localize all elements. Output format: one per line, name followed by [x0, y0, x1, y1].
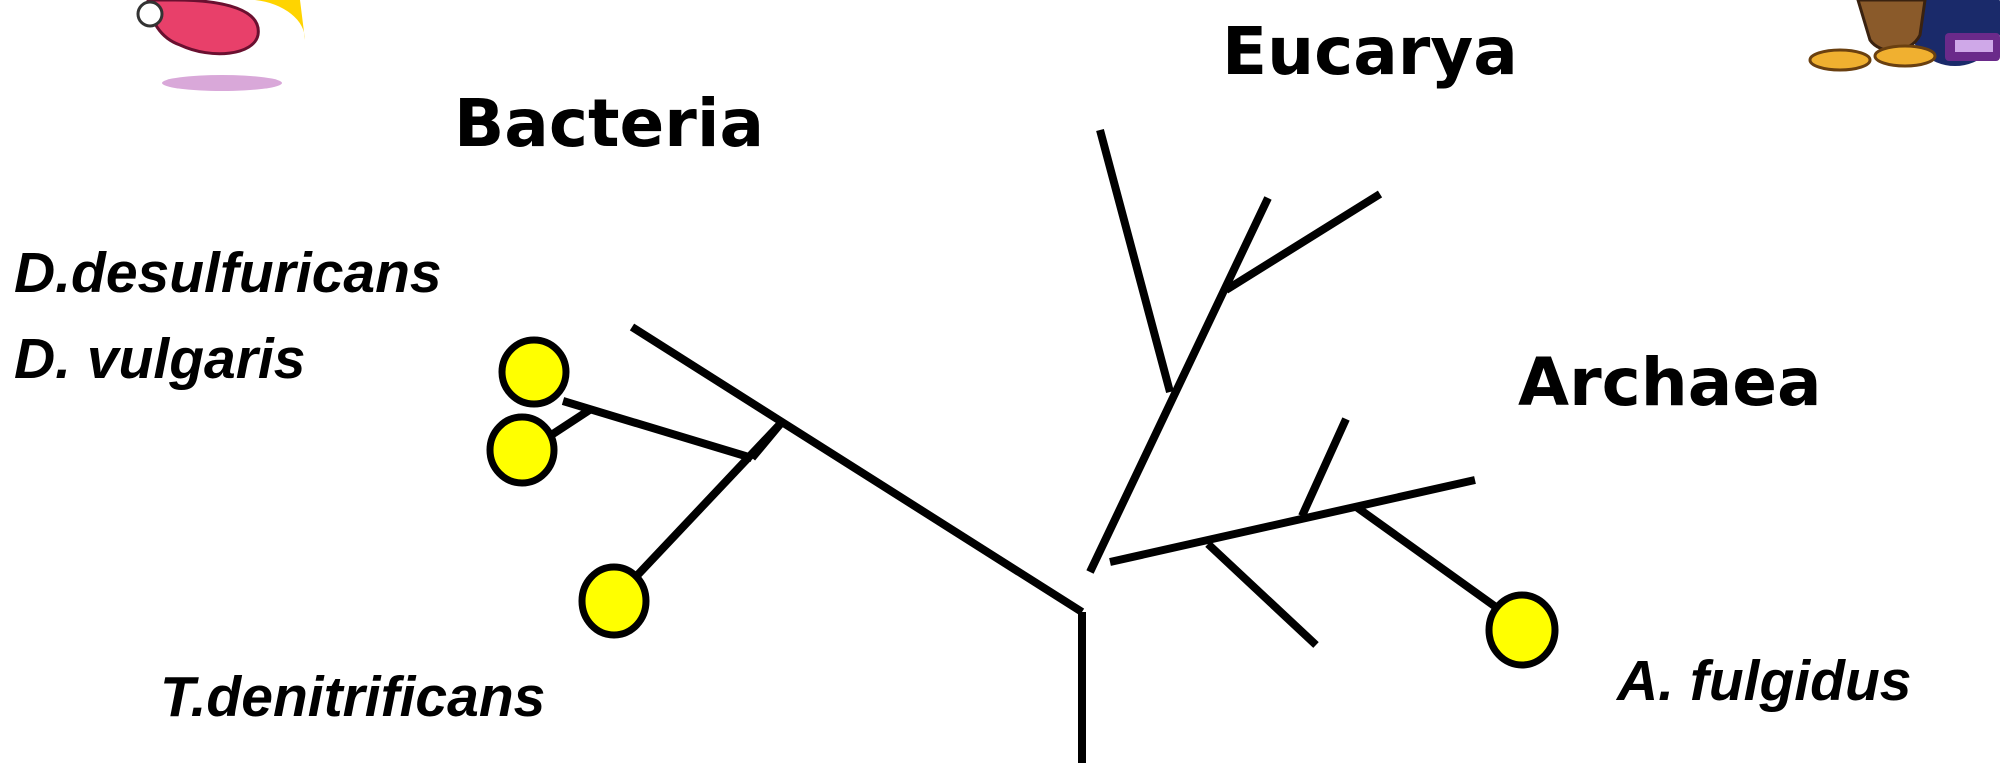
- tree-branches: [530, 130, 1500, 763]
- eucarya-trunk: [1090, 198, 1268, 572]
- archaea-lower-branch: [1208, 544, 1316, 645]
- highlighted-organism-nodes: [490, 340, 1555, 665]
- a-fulgidus-branch: [1355, 506, 1500, 610]
- archaea-label: Archaea: [1518, 344, 1822, 421]
- eucarya-left-branch: [1100, 130, 1170, 392]
- eucarya-label: Eucarya: [1222, 13, 1518, 90]
- t-denitrificans-label: T.denitrificans: [160, 665, 545, 729]
- cartoon-character-top-right: [1810, 0, 2000, 70]
- d-vulgaris-label: D. vulgaris: [14, 327, 305, 391]
- bacteria-label: Bacteria: [454, 85, 764, 162]
- bacteria-trunk: [632, 327, 1082, 612]
- d-desulfuricans-node: [502, 340, 566, 404]
- t-denitrificans-node: [582, 567, 646, 635]
- t-denitrificans-branch: [614, 422, 782, 600]
- cartoon-character-top-left: [138, 0, 305, 91]
- archaea-upper-branch: [1302, 419, 1346, 516]
- d-vulgaris-node: [490, 417, 554, 483]
- d-desulfuricans-label: D.desulfuricans: [14, 241, 442, 305]
- a-fulgidus-node: [1489, 595, 1555, 665]
- a-fulgidus-label: A. fulgidus: [1615, 649, 1911, 713]
